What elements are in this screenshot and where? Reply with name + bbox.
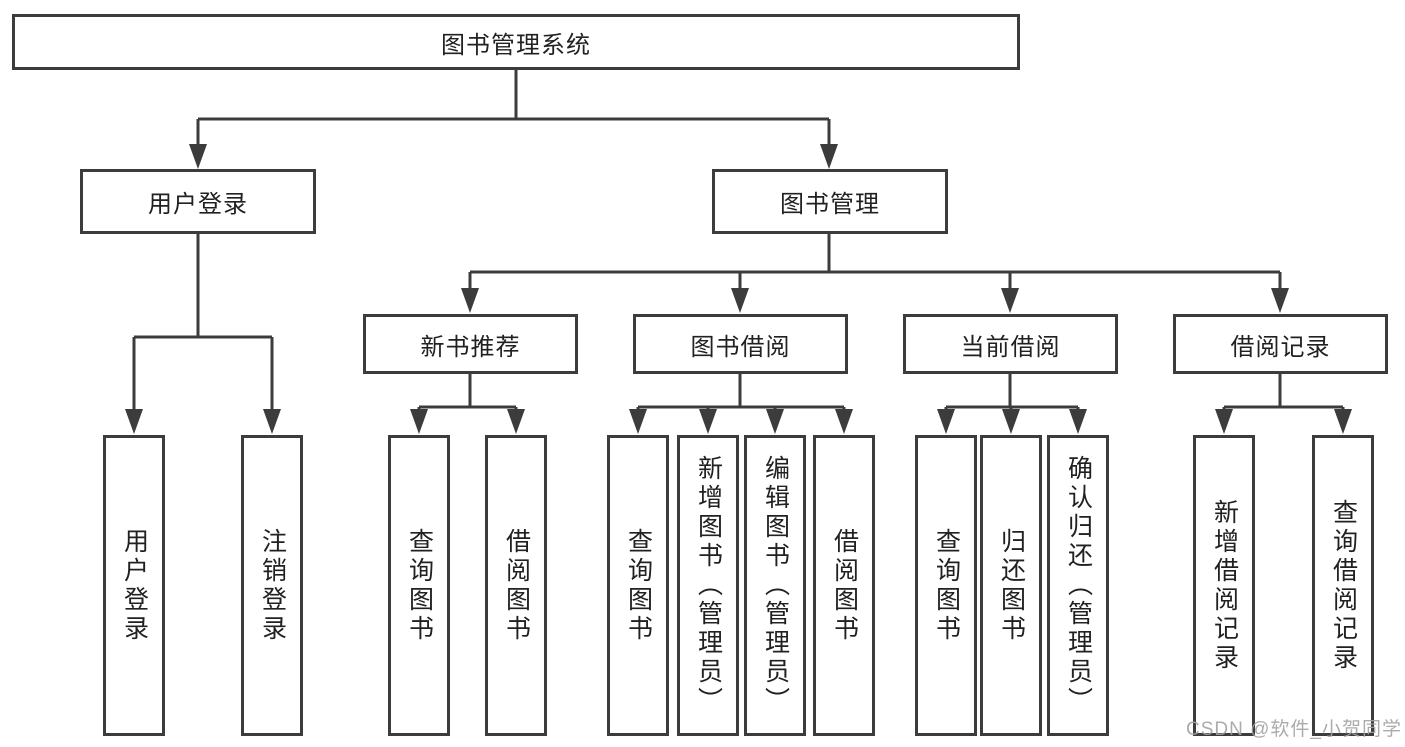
arrow-icon	[766, 409, 784, 434]
node-label-borrow-records: 借阅记录	[1230, 333, 1331, 361]
arrow-icon	[1271, 288, 1289, 313]
leaf-logout: 注销登录	[241, 435, 303, 736]
node-label-current-borrow: 当前借阅	[960, 333, 1061, 361]
connector-current-borrow-children	[944, 374, 1080, 412]
arrow-icon	[410, 409, 428, 434]
leaf-label-return-books: 归还图书	[997, 527, 1026, 644]
arrow-icon	[189, 144, 207, 169]
leaf-label-logout: 注销登录	[258, 527, 287, 644]
leaf-label-confirm-return-admin: 确认归还（管理员）	[1064, 455, 1093, 716]
leaf-label-borrow-books: 借阅图书	[830, 527, 859, 644]
arrow-icon	[125, 409, 143, 434]
leaf-confirm-return-admin: 确认归还（管理员）	[1047, 435, 1109, 736]
connector-user-login-children	[132, 234, 274, 412]
leaf-label-edit-books-admin: 编辑图书（管理员）	[761, 455, 790, 716]
connector-book-mgmt-children	[468, 234, 1282, 291]
arrow-icon	[1001, 288, 1019, 313]
connector-book-borrow-children	[636, 374, 846, 412]
connector-new-books-children	[417, 374, 518, 412]
connector-root-to-level2	[196, 70, 831, 147]
arrow-icon	[937, 409, 955, 434]
csdn-watermark: CSDN @软件_小贺同学	[1186, 719, 1402, 740]
node-label-user-login: 用户登录	[148, 191, 248, 218]
arrow-icon	[1334, 409, 1352, 434]
node-book-management-system: 图书管理系统	[12, 14, 1020, 70]
node-book-borrow: 图书借阅	[633, 314, 848, 374]
node-label-new-book-recommend: 新书推荐	[420, 333, 521, 361]
leaf-user-login: 用户登录	[103, 435, 165, 736]
leaf-label-query-borrow-record: 查询借阅记录	[1329, 498, 1358, 673]
node-label-book-borrow: 图书借阅	[690, 333, 791, 361]
leaf-query-borrow-record: 查询借阅记录	[1312, 435, 1374, 736]
connector-borrow-records-children	[1222, 374, 1345, 412]
arrow-icon	[835, 409, 853, 434]
leaf-label-add-borrow-record: 新增借阅记录	[1210, 498, 1239, 673]
arrow-icon	[1069, 409, 1087, 434]
arrow-icon	[699, 409, 717, 434]
arrow-icon	[1002, 409, 1020, 434]
node-new-book-recommend: 新书推荐	[363, 314, 578, 374]
leaf-query-books-recommend: 查询图书	[388, 435, 450, 736]
leaf-return-books: 归还图书	[980, 435, 1042, 736]
leaf-label-query-books-recommend: 查询图书	[405, 527, 434, 644]
node-borrow-records: 借阅记录	[1173, 314, 1388, 374]
leaf-add-borrow-record: 新增借阅记录	[1193, 435, 1255, 736]
arrow-icon	[731, 288, 749, 313]
node-user-login: 用户登录	[80, 169, 316, 234]
arrow-icon	[461, 288, 479, 313]
arrowheads	[125, 144, 1352, 434]
leaf-query-books-borrow: 查询图书	[607, 435, 669, 736]
leaf-label-add-books-admin: 新增图书（管理员）	[694, 455, 723, 716]
node-book-management: 图书管理	[712, 169, 948, 234]
node-label-book-management: 图书管理	[780, 191, 880, 218]
leaf-borrow-books: 借阅图书	[813, 435, 875, 736]
node-label-root: 图书管理系统	[441, 31, 591, 59]
leaf-label-borrow-books-recommend: 借阅图书	[502, 527, 531, 644]
arrow-icon	[629, 409, 647, 434]
leaf-borrow-books-recommend: 借阅图书	[485, 435, 547, 736]
leaf-query-books-current: 查询图书	[915, 435, 977, 736]
leaf-add-books-admin: 新增图书（管理员）	[677, 435, 739, 736]
arrow-icon	[507, 409, 525, 434]
node-current-borrow: 当前借阅	[903, 314, 1118, 374]
arrow-icon	[1215, 409, 1233, 434]
leaf-label-query-books-borrow: 查询图书	[624, 527, 653, 644]
arrow-icon	[820, 144, 838, 169]
leaf-label-query-books-current: 查询图书	[932, 527, 961, 644]
leaf-edit-books-admin: 编辑图书（管理员）	[744, 435, 806, 736]
arrow-icon	[263, 409, 281, 434]
leaf-label-user-login: 用户登录	[120, 527, 149, 644]
